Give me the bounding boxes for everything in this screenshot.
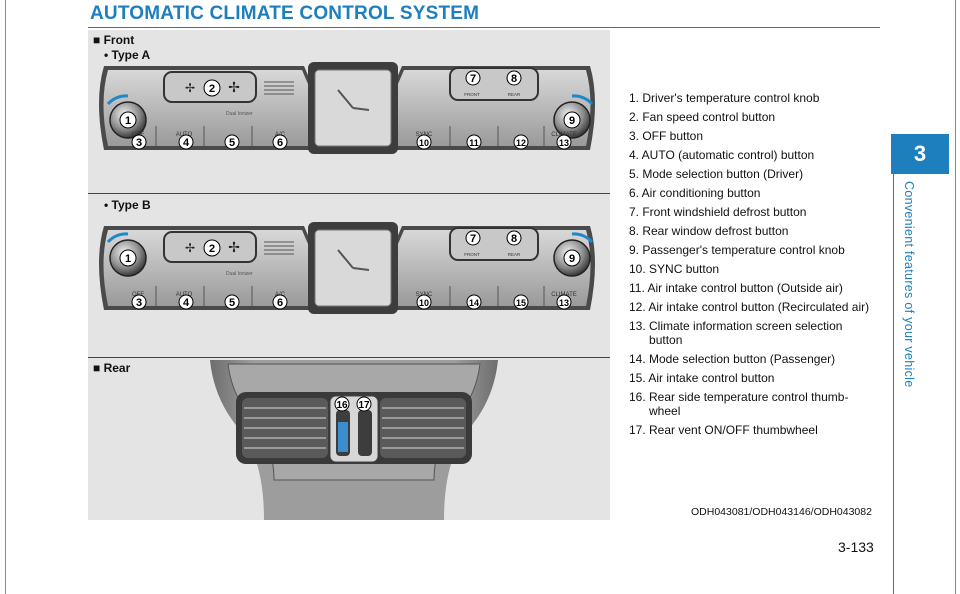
type-b-control-panel: ✢ ✢ Dual Ionizer FRONT REAR OFF AUTO A/C… [99, 222, 595, 314]
svg-text:✢: ✢ [185, 81, 195, 95]
callout-16: 16 [336, 400, 348, 411]
callout-legend-list: 1. Driver's temperature control knob 2. … [629, 91, 879, 442]
section-divider-1 [88, 193, 610, 194]
callout-b-10: 10 [419, 298, 429, 308]
callout-2: 2 [209, 83, 215, 95]
dual-ionizer-label-b: Dual Ionizer [226, 271, 253, 277]
type-a-control-panel: ✢ ✢ Dual Ionizer FRONT REAR OFF AUTO A/C… [99, 62, 595, 154]
legend-item-1: 1. Driver's temperature control knob [629, 91, 820, 105]
callout-b-5: 5 [229, 297, 235, 309]
legend-item-7: 7. Front windshield defrost button [629, 205, 807, 219]
front-defrost-text: FRONT [464, 92, 480, 97]
callout-9: 9 [569, 115, 575, 127]
callout-11: 11 [469, 138, 479, 148]
callout-4: 4 [183, 137, 190, 149]
rear-vent-illustration: 16 17 [210, 360, 498, 520]
callout-b-15: 15 [516, 298, 526, 308]
legend-item-6: 6. Air conditioning button [629, 186, 761, 200]
callout-3: 3 [136, 137, 142, 149]
figure-panel: ■ Front • Type A ✢ ✢ Dual Ionizer FRONT [88, 30, 610, 520]
legend-item-17: 17. Rear vent ON/OFF thumbwheel [629, 423, 818, 437]
type-a-label: • Type A [104, 48, 151, 62]
section-divider-2 [88, 357, 610, 358]
callout-8: 8 [511, 73, 517, 85]
legend-item-8: 8. Rear window defrost button [629, 224, 789, 238]
svg-text:✢: ✢ [228, 239, 240, 255]
callout-b-14: 14 [469, 298, 479, 308]
callout-7: 7 [470, 73, 476, 85]
callout-b-8: 8 [511, 233, 517, 245]
legend-item-2: 2. Fan speed control button [629, 110, 776, 124]
dual-ionizer-label: Dual Ionizer [226, 111, 253, 117]
legend-item-4: 4. AUTO (automatic control) button [629, 148, 815, 162]
type-b-label: • Type B [104, 198, 151, 212]
section-front-label: ■ Front [93, 33, 135, 47]
callout-13: 13 [559, 138, 569, 148]
legend-item-11: 11. Air intake control button (Outside a… [629, 281, 843, 295]
rear-defrost-text-b: REAR [508, 252, 521, 257]
legend-item-5: 5. Mode selection button (Driver) [629, 167, 804, 181]
callout-12: 12 [516, 138, 526, 148]
page-number: 3-133 [838, 539, 874, 555]
section-rear-label: ■ Rear [93, 361, 131, 375]
rear-defrost-text: REAR [508, 92, 521, 97]
page-border-right [955, 0, 956, 594]
legend-item-3: 3. OFF button [629, 129, 704, 143]
legend-item-10: 10. SYNC button [629, 262, 720, 276]
callout-6: 6 [277, 137, 283, 149]
callout-b-2: 2 [209, 243, 215, 255]
page-border-left [5, 0, 6, 594]
callout-17: 17 [358, 400, 370, 411]
legend-item-15: 15. Air intake control button [629, 371, 775, 385]
callout-10: 10 [419, 138, 429, 148]
legend-item-12: 12. Air intake control button (Recircula… [629, 300, 870, 314]
callout-b-7: 7 [470, 233, 476, 245]
chapter-title: Convenient features of your vehicle [902, 181, 916, 388]
legend-item-9: 9. Passenger's temperature control knob [629, 243, 845, 257]
svg-text:✢: ✢ [228, 79, 240, 95]
svg-text:✢: ✢ [185, 241, 195, 255]
front-defrost-text-b: FRONT [464, 252, 480, 257]
chapter-rule [893, 174, 894, 594]
callout-b-9: 9 [569, 253, 575, 265]
chapter-number-tab: 3 [891, 134, 949, 174]
callout-b-13: 13 [559, 298, 569, 308]
callout-b-4: 4 [183, 297, 190, 309]
callout-1: 1 [125, 115, 131, 127]
callout-b-6: 6 [277, 297, 283, 309]
legend-item-13: 13. Climate information screen selection… [629, 319, 843, 347]
callout-b-3: 3 [136, 297, 142, 309]
legend-item-16: 16. Rear side temperature control thumb-… [629, 390, 849, 418]
legend-item-14: 14. Mode selection button (Passenger) [629, 352, 836, 366]
page-title: AUTOMATIC CLIMATE CONTROL SYSTEM [90, 3, 480, 24]
figure-code: ODH043081/ODH043146/ODH043082 [691, 506, 872, 518]
callout-5: 5 [229, 137, 235, 149]
callout-b-1: 1 [125, 253, 131, 265]
title-rule [88, 27, 880, 28]
